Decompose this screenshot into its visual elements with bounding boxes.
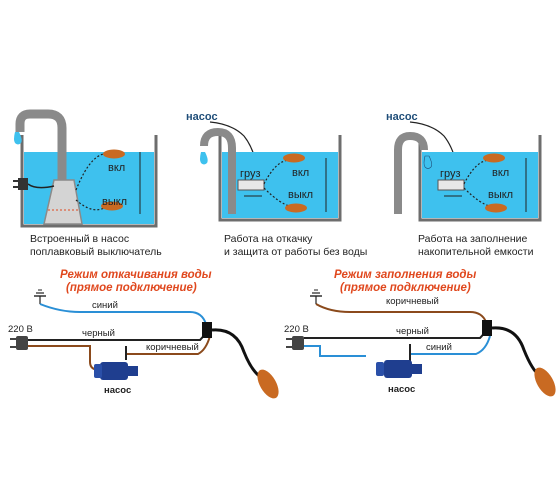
scheme-pumping-out: Режим откачивания воды (прямое подключен…	[8, 269, 279, 399]
on-label: вкл	[492, 167, 509, 179]
off-label: выкл	[288, 189, 313, 201]
off-label: выкл	[102, 196, 127, 208]
wire-blue-return	[409, 335, 491, 356]
float-switch	[534, 367, 556, 397]
inlet-pipe	[394, 131, 428, 214]
pump-label: насос	[104, 385, 131, 396]
plug-icon	[13, 178, 28, 190]
scheme-title-line2: (прямое подключение)	[340, 282, 471, 294]
float-cable	[211, 328, 263, 380]
on-label: вкл	[108, 162, 125, 174]
float-lower	[285, 203, 307, 213]
voltage-label: 220 В	[8, 324, 33, 335]
float-upper	[483, 153, 505, 163]
float-lower	[485, 203, 507, 213]
wire-brown	[28, 345, 101, 371]
wire-black	[304, 329, 487, 339]
junction-box	[202, 322, 212, 338]
voltage-label: 220 В	[284, 324, 309, 335]
float-lower-tether	[75, 199, 105, 211]
plug-icon	[10, 336, 28, 350]
float-lower	[101, 201, 123, 211]
caption-line1: Работа на откачку	[224, 233, 313, 245]
pipe	[200, 127, 236, 214]
wire-black	[28, 331, 207, 341]
wire-bottom-label: коричневый	[146, 342, 199, 353]
float-upper	[103, 149, 125, 159]
pump-body	[43, 179, 83, 225]
pump-icon	[94, 362, 138, 380]
wire-blue	[304, 345, 366, 357]
plug-icon	[286, 336, 304, 350]
float-tether-upper	[463, 159, 491, 185]
weight-label: груз	[240, 168, 261, 180]
tank-outline	[218, 135, 342, 222]
ground-icon	[34, 289, 46, 304]
tank-outline	[418, 135, 542, 222]
pump-spout-pipe	[15, 109, 67, 210]
pump-icon	[376, 360, 422, 378]
on-label: вкл	[292, 167, 309, 179]
caption-line1: Работа на заполнение	[418, 233, 527, 245]
water-drop-icon	[200, 152, 208, 165]
float-tether-upper	[263, 159, 291, 185]
caption-line1: Встроенный в насос	[30, 233, 129, 245]
caption-line2: накопительной емкости	[418, 246, 534, 258]
float-switch	[257, 369, 279, 399]
wire-mid-label: черный	[82, 328, 115, 339]
weight-box	[437, 179, 465, 191]
weight-label: груз	[440, 168, 461, 180]
pump-label: насос	[388, 384, 415, 395]
water-drop-icon	[14, 132, 22, 145]
pump-top-label: насос	[186, 111, 218, 123]
scheme-title-line2: (прямое подключение)	[66, 282, 197, 294]
float-upper	[283, 153, 305, 163]
wire-blue	[39, 303, 207, 325]
wire-bottom-label: синий	[426, 342, 452, 353]
wire-brown	[315, 303, 487, 323]
scheme-title-line1: Режим заполнения воды	[334, 269, 476, 281]
weight-box	[237, 179, 265, 191]
wire-brown-return	[125, 335, 211, 360]
float-cable	[491, 326, 541, 378]
ground-icon	[310, 289, 322, 304]
scheme-title-line1: Режим откачивания воды	[60, 269, 212, 281]
water-drop-icon	[423, 155, 432, 169]
scheme-filling: Режим заполнения воды (прямое подключени…	[284, 269, 556, 397]
panel-builtin: вкл выкл Встроенный в насос поплавковый …	[13, 109, 162, 258]
power-cord	[27, 183, 55, 189]
panel-pumping-out: насос груз вкл выкл Работа на откачку и …	[186, 111, 367, 258]
wire-mid-label: черный	[396, 326, 429, 337]
float-tether	[75, 153, 111, 191]
junction-box	[482, 320, 492, 336]
pump-top-label: насос	[386, 111, 418, 123]
caption-line2: поплавковый выключатель	[30, 246, 162, 258]
off-label: выкл	[488, 189, 513, 201]
caption-line2: и защита от работы без воды	[224, 246, 367, 258]
wire-top-label: синий	[92, 300, 118, 311]
wire-top-label: коричневый	[386, 296, 439, 307]
panel-filling: насос груз вкл выкл Работа на заполнение…	[386, 111, 542, 258]
